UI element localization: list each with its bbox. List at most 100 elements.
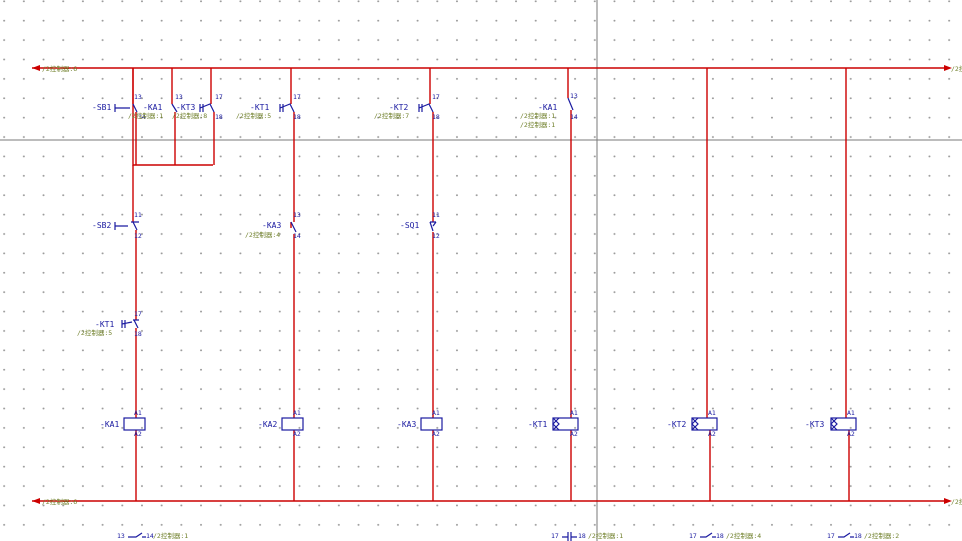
svg-text:-KA3: -KA3 xyxy=(397,420,416,429)
xref-kt3[interactable]: 17 18 /2控制器:2 xyxy=(827,531,899,540)
svg-text:A2: A2 xyxy=(134,430,142,438)
rail-arrow-icon xyxy=(32,65,40,71)
svg-text:A2: A2 xyxy=(847,430,855,438)
svg-text:17: 17 xyxy=(689,532,697,540)
svg-text:-KT3: -KT3 xyxy=(805,420,824,429)
rail-arrow-icon xyxy=(944,498,952,504)
svg-text:18: 18 xyxy=(134,330,142,338)
contact-tag: -KA1 xyxy=(143,103,162,112)
svg-text:17: 17 xyxy=(551,532,559,540)
timer-contact-icon xyxy=(418,103,434,113)
timer-contact-icon xyxy=(279,103,295,113)
svg-text:/2控制器:1: /2控制器:1 xyxy=(128,111,163,120)
xref-ka1[interactable]: 13 14 /2控制器:1 xyxy=(117,531,188,540)
svg-text:17: 17 xyxy=(134,310,142,318)
xref-kt1[interactable]: 17 18 /2控制器:1 xyxy=(551,531,623,541)
svg-text:13: 13 xyxy=(175,93,183,101)
contact-sb1[interactable]: -SB1 xyxy=(92,103,138,113)
svg-text:A1: A1 xyxy=(134,409,142,417)
svg-text:-KA1: -KA1 xyxy=(100,420,119,429)
coil-kt3[interactable]: -KT3 A1 A2 xyxy=(805,409,857,438)
contact-ka3[interactable]: -KA3 13 14 /2控制器:4 xyxy=(245,211,301,240)
svg-text:12: 12 xyxy=(432,232,440,240)
svg-text:/2控制器:1: /2控制器:1 xyxy=(153,531,188,540)
svg-text:13: 13 xyxy=(570,92,578,100)
svg-text:18: 18 xyxy=(578,532,586,540)
svg-text:13: 13 xyxy=(134,93,142,101)
svg-text:/2控制器:1: /2控制器:1 xyxy=(520,120,555,129)
top-left-rail-ref: /2控制器:6 xyxy=(42,64,77,73)
svg-text:A1: A1 xyxy=(432,409,440,417)
timer-contact-icon xyxy=(199,103,215,113)
contact-sb2[interactable]: -SB2 11 12 xyxy=(92,211,142,240)
top-power-rail[interactable]: /2控制器:6 /2控 xyxy=(32,64,962,73)
svg-text:17: 17 xyxy=(432,93,440,101)
svg-text:A2: A2 xyxy=(432,430,440,438)
top-right-rail-ref: /2控 xyxy=(951,64,962,73)
coil-ka1[interactable]: -KA1 A1 A2 xyxy=(100,409,146,438)
contact-kt1-top[interactable]: -KT1 17 18 /2控制器:5 xyxy=(236,93,301,121)
contact-tag: -KA3 xyxy=(262,221,281,230)
timer-nc-contact-icon xyxy=(121,319,139,329)
svg-text:-KT2: -KT2 xyxy=(667,420,686,429)
svg-text:17: 17 xyxy=(827,532,835,540)
bottom-left-rail-ref: /2控制器:6 xyxy=(42,497,77,506)
contact-kt1-lower[interactable]: -KT1 17 18 /2控制器:5 xyxy=(77,310,142,338)
contact-ka1-right[interactable]: -KA1 13 14 /2控制器:1 /2控制器:1 xyxy=(520,92,578,129)
svg-text:18: 18 xyxy=(293,113,301,121)
svg-text:A1: A1 xyxy=(293,409,301,417)
contact-ka1-parallel[interactable]: -KA1 13 14 /2控制器:1 xyxy=(128,93,178,121)
coil-ka2[interactable]: -KA2 A1 A2 xyxy=(258,409,304,438)
svg-text:18: 18 xyxy=(215,113,223,121)
svg-text:18: 18 xyxy=(432,113,440,121)
svg-text:12: 12 xyxy=(134,232,142,240)
bottom-right-rail-ref: /2控 xyxy=(951,497,962,506)
contact-sq1[interactable]: -SQ1 11 12 xyxy=(400,211,440,240)
contact-tag: -SQ1 xyxy=(400,221,419,230)
coil-kt1[interactable]: -KT1 A1 A2 xyxy=(528,409,579,438)
limit-switch-icon xyxy=(429,221,437,232)
bottom-power-rail[interactable]: /2控制器:6 /2控 xyxy=(32,497,962,506)
contact-tag: -SB1 xyxy=(92,103,111,112)
coil-ka3[interactable]: -KA3 A1 A2 xyxy=(397,409,443,438)
svg-text:/2控制器:4: /2控制器:4 xyxy=(726,531,761,540)
no-contact-icon xyxy=(567,97,574,111)
contact-tag: -KT2 xyxy=(389,103,408,112)
svg-text:A2: A2 xyxy=(293,430,301,438)
timer-coil-icon xyxy=(830,417,838,431)
svg-text:/2控制器:2: /2控制器:2 xyxy=(864,531,899,540)
coil-kt2[interactable]: -KT2 A1 A2 xyxy=(667,409,718,438)
contact-kt2-top[interactable]: -KT2 17 18 /2控制器:7 xyxy=(374,93,440,121)
svg-text:11: 11 xyxy=(432,211,440,219)
svg-text:18: 18 xyxy=(854,532,862,540)
svg-text:A1: A1 xyxy=(570,409,578,417)
svg-text:A1: A1 xyxy=(847,409,855,417)
svg-text:17: 17 xyxy=(293,93,301,101)
svg-text:14: 14 xyxy=(570,113,578,121)
svg-text:17: 17 xyxy=(215,93,223,101)
branch-wires xyxy=(132,68,850,501)
svg-text:18: 18 xyxy=(716,532,724,540)
contact-tag: -SB2 xyxy=(92,221,111,230)
svg-text:-KA2: -KA2 xyxy=(258,420,277,429)
xref-kt2[interactable]: 17 18 /2控制器:4 xyxy=(689,531,761,540)
nc-pushbutton-icon xyxy=(114,221,139,231)
contact-kt3[interactable]: -KT3 13 17 18 /2控制器:8 xyxy=(172,93,223,121)
no-contact-icon xyxy=(171,103,178,113)
timer-coil-icon xyxy=(552,417,560,431)
contact-tag: -KT1 xyxy=(95,320,114,329)
svg-text:14: 14 xyxy=(293,232,301,240)
svg-text:A1: A1 xyxy=(708,409,716,417)
rail-arrow-icon xyxy=(32,498,40,504)
svg-text:/2控制器:5: /2控制器:5 xyxy=(236,111,271,120)
svg-text:/2控制器:7: /2控制器:7 xyxy=(374,111,409,120)
svg-text:/2控制器:1: /2控制器:1 xyxy=(588,531,623,540)
svg-text:A2: A2 xyxy=(708,430,716,438)
svg-text:-KT1: -KT1 xyxy=(528,420,547,429)
svg-text:14: 14 xyxy=(138,113,146,121)
contact-tag: -KT1 xyxy=(250,103,269,112)
svg-text:13: 13 xyxy=(293,211,301,219)
pushbutton-contact-icon xyxy=(114,103,138,113)
